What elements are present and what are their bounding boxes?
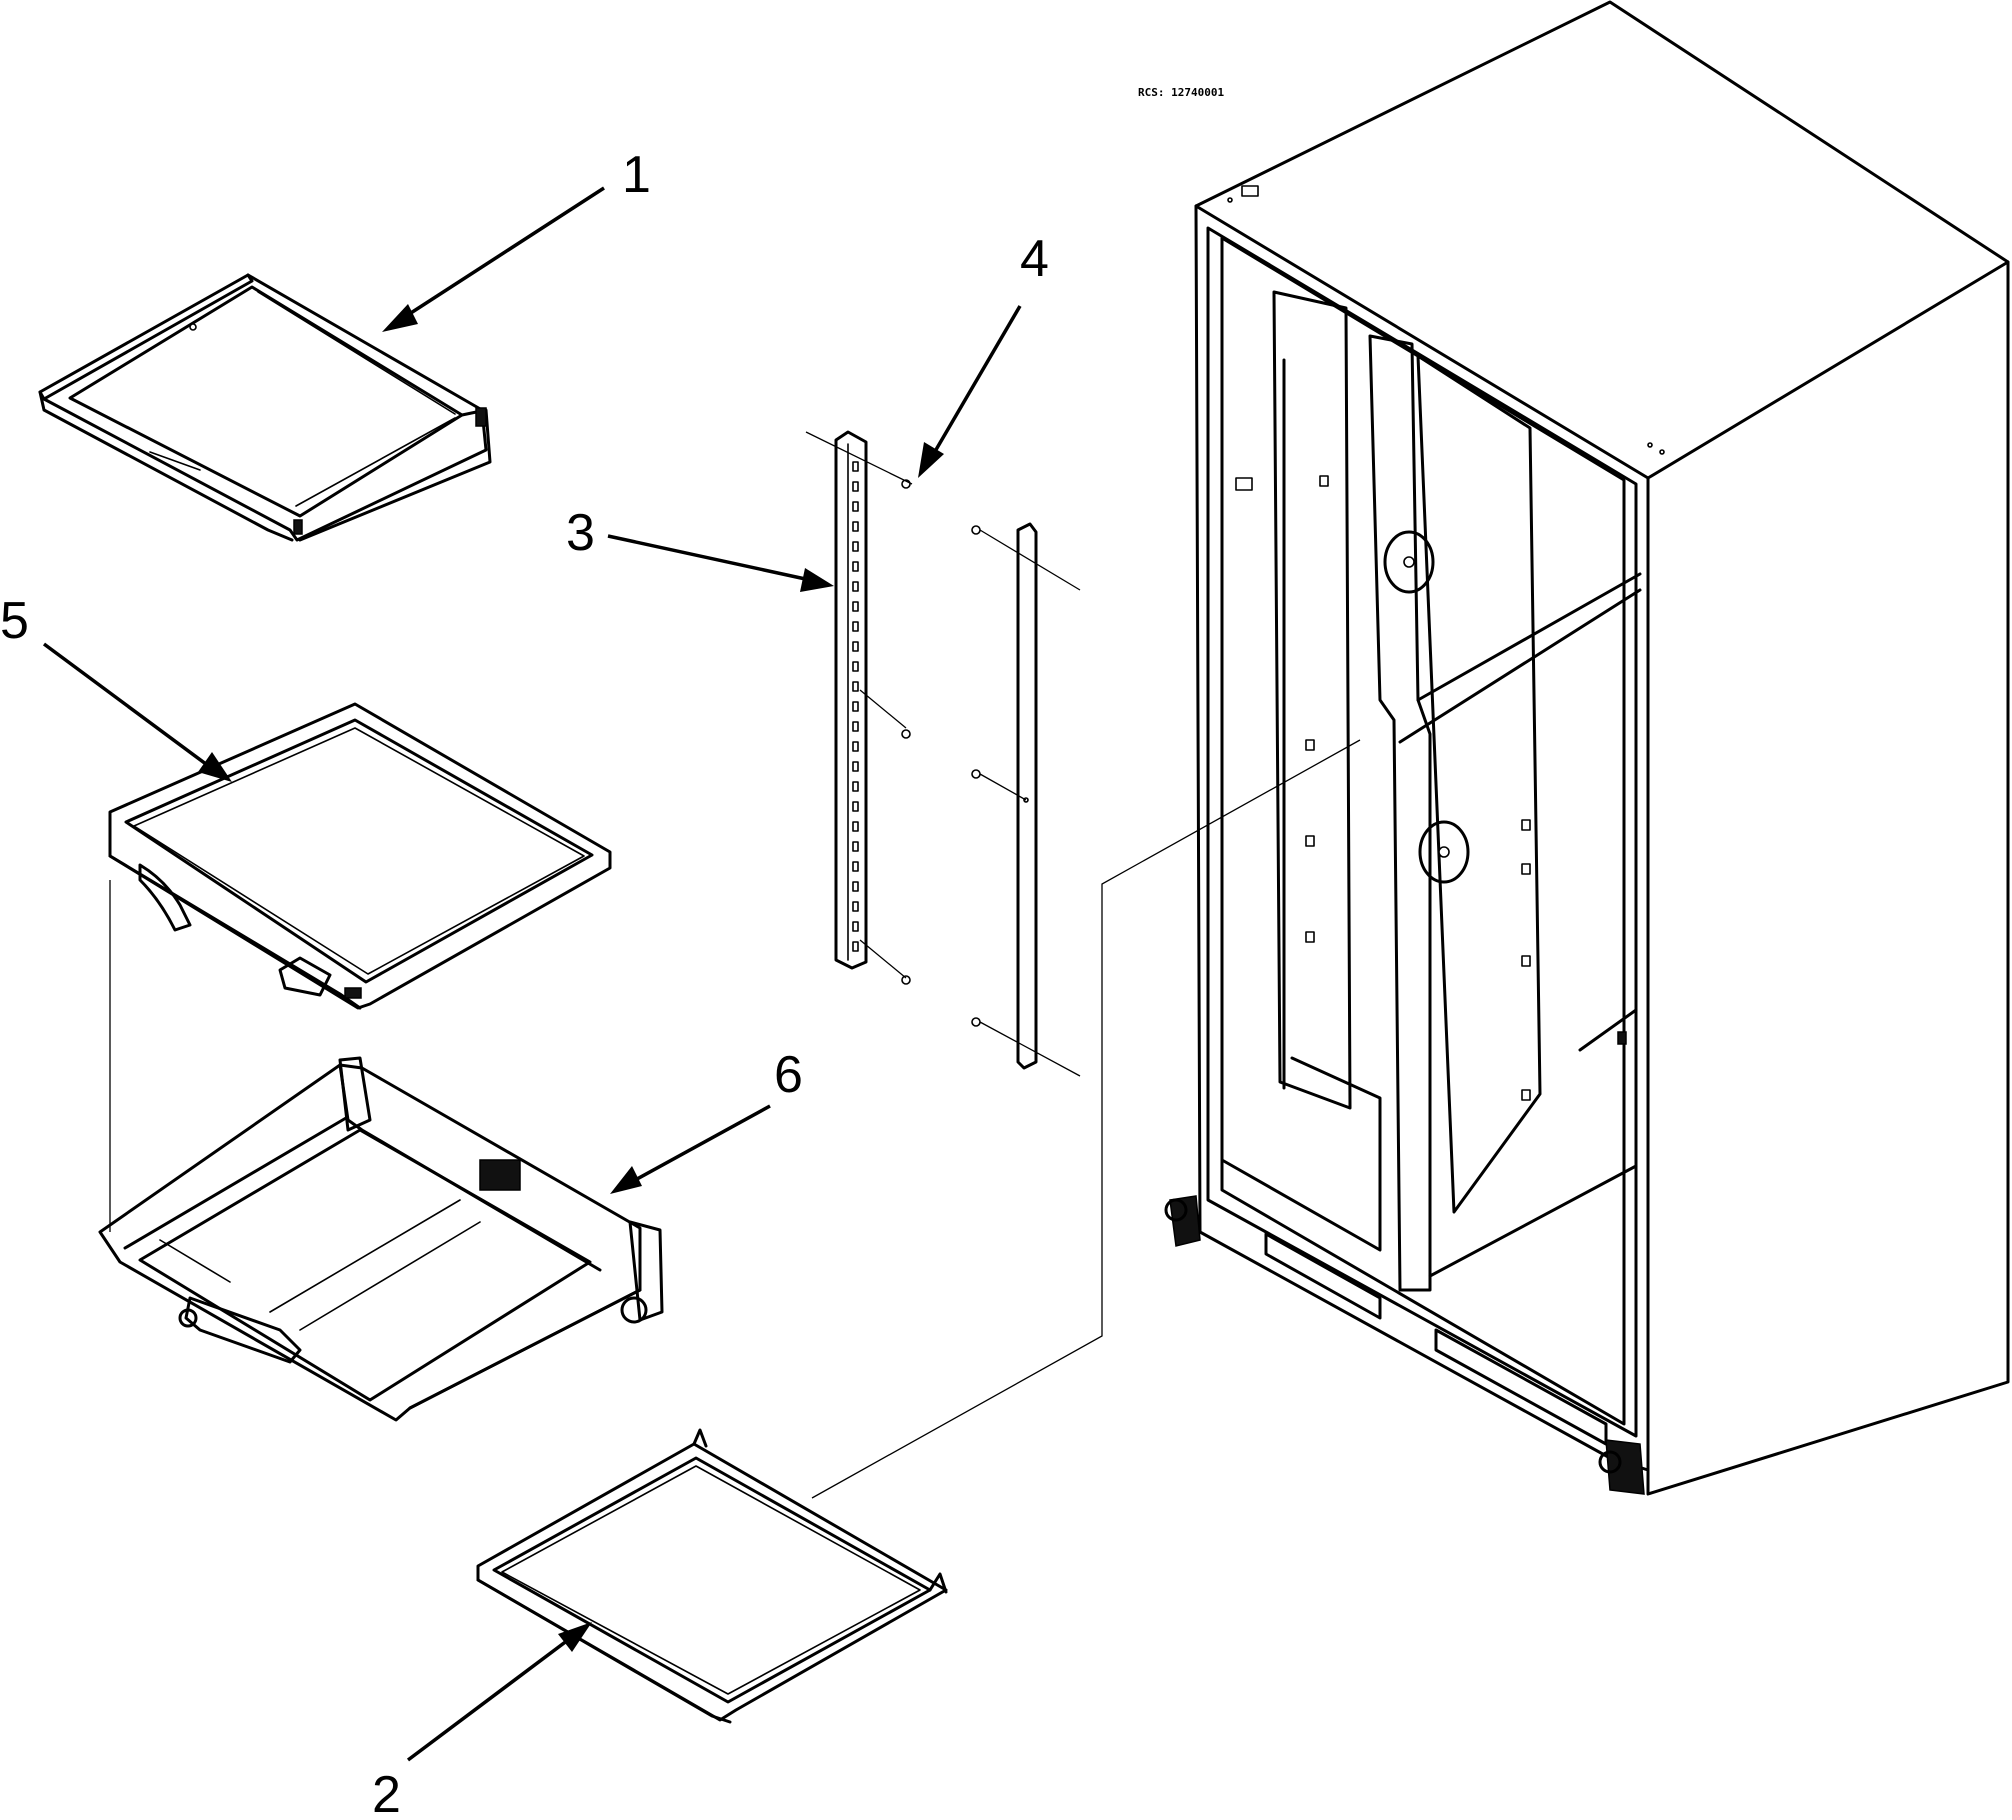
- callout-label-5: 5: [0, 592, 29, 650]
- rail-slot: [852, 661, 859, 672]
- rail-slot: [852, 701, 859, 712]
- rail-slot: [852, 681, 859, 692]
- callout-6: 6: [610, 1046, 803, 1194]
- refrigerator-cabinet: [1164, 0, 2010, 1496]
- rail-slot: [852, 921, 859, 932]
- rail-slot: [852, 901, 859, 912]
- callout-4: 4: [918, 230, 1049, 478]
- rail-slot: [852, 521, 859, 532]
- rail-slot: [852, 941, 859, 952]
- part-1-shelf: [38, 273, 492, 542]
- rail-slot: [852, 861, 859, 872]
- rail-slot: [852, 461, 859, 472]
- leader-shelf-2-cabinet: [811, 739, 1361, 1499]
- part-5-shelf: [108, 702, 612, 1010]
- rail-slot: [852, 501, 859, 512]
- callout-label-2: 2: [372, 1766, 401, 1820]
- rail-slot: [852, 561, 859, 572]
- document-code: RCS: 12740001: [1138, 86, 1224, 99]
- callout-1: 1: [382, 146, 651, 332]
- rail-slot: [852, 801, 859, 812]
- rail-slot: [852, 741, 859, 752]
- rail-slot: [852, 841, 859, 852]
- callout-3: 3: [566, 504, 834, 592]
- rail-slot: [852, 581, 859, 592]
- rail-slot: [852, 641, 859, 652]
- callout-label-3: 3: [566, 504, 595, 562]
- part-rail-right: [979, 522, 1081, 1077]
- rail-slot: [852, 621, 859, 632]
- rail-slot: [852, 721, 859, 732]
- part-4-screws: [901, 479, 981, 1027]
- rail-slot: [852, 541, 859, 552]
- rail-slot: [852, 601, 859, 612]
- callout-2: 2: [372, 1622, 592, 1820]
- part-3-rail: [805, 430, 913, 979]
- rail-slot: [852, 781, 859, 792]
- rail-slot: [852, 821, 859, 832]
- callout-5: 5: [0, 592, 232, 782]
- rail-slots: [852, 461, 859, 952]
- rail-slot: [852, 881, 859, 892]
- callout-label-1: 1: [622, 146, 651, 204]
- rail-slot: [852, 481, 859, 492]
- rail-slot: [852, 761, 859, 772]
- callout-label-4: 4: [1020, 230, 1049, 288]
- part-6-shelf-frame: [98, 1056, 664, 1422]
- part-2-shelf: [476, 1428, 948, 1724]
- callout-label-6: 6: [774, 1046, 803, 1104]
